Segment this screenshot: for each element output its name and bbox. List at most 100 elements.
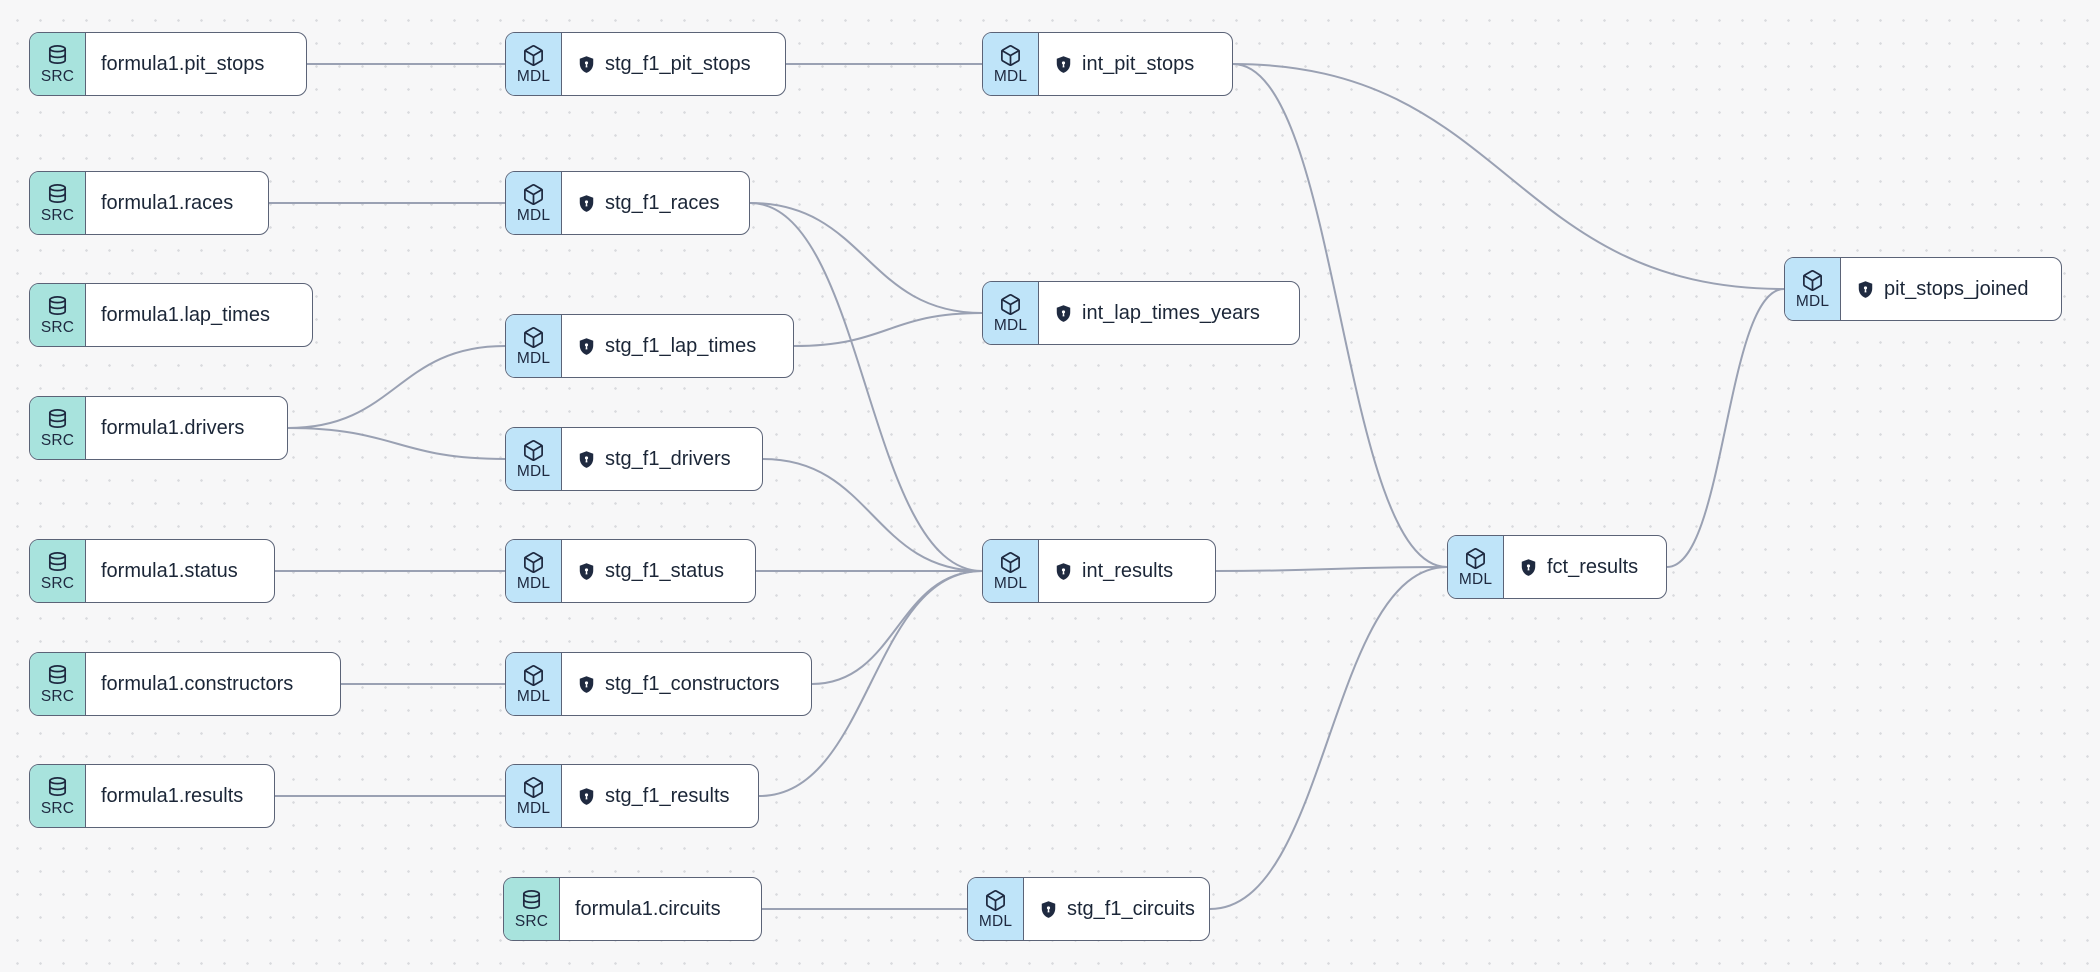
cube-icon [522,551,545,574]
node-body: int_lap_times_years [1039,282,1299,344]
cube-icon [522,439,545,462]
node-stg_pit_stops[interactable]: MDL stg_f1_pit_stops [505,32,786,96]
node-label: stg_f1_constructors [605,673,780,695]
node-body: int_results [1039,540,1215,602]
database-icon [46,408,69,431]
node-body: stg_f1_status [562,540,755,602]
shield-lock-icon [577,562,596,581]
node-int_results[interactable]: MDL int_results [982,539,1216,603]
node-badge-label: SRC [40,799,75,817]
node-type-badge: SRC [30,397,86,459]
edge-stg_constructors-int_results [811,570,983,685]
database-icon [46,44,69,67]
node-type-badge: MDL [1785,258,1841,320]
node-int_pit_stops[interactable]: MDL int_pit_stops [982,32,1233,96]
node-type-badge: SRC [30,284,86,346]
node-type-badge: MDL [506,540,562,602]
node-type-badge: MDL [506,765,562,827]
edge-stg_races-int_results [749,202,983,572]
cube-icon [999,551,1022,574]
node-label: pit_stops_joined [1884,278,2029,300]
shield-lock-icon [577,675,596,694]
database-icon [46,664,69,687]
database-icon [46,183,69,206]
shield-lock-icon [1054,562,1073,581]
shield-lock-icon [577,337,596,356]
node-body: fct_results [1504,536,1666,598]
edge-src_drivers-stg_lap_times [287,345,506,429]
node-badge-label: SRC [40,431,75,449]
node-type-badge: SRC [30,33,86,95]
node-badge-label: MDL [516,67,551,85]
shield-lock-icon [1519,558,1538,577]
node-body: formula1.lap_times [86,284,312,346]
shield-lock-icon [577,55,596,74]
node-pit_stops_joined[interactable]: MDL pit_stops_joined [1784,257,2062,321]
node-body: formula1.pit_stops [86,33,306,95]
edge-int_pit_stops-pit_stops_joined [1232,63,1785,290]
cube-icon [1464,547,1487,570]
node-badge-label: SRC [40,67,75,85]
node-label: formula1.pit_stops [101,53,265,75]
edge-stg_lap_times-int_lap_times_years [793,312,983,347]
cube-icon [999,293,1022,316]
database-icon [46,551,69,574]
node-type-badge: MDL [1448,536,1504,598]
node-src_circuits[interactable]: SRC formula1.circuits [503,877,762,941]
shield-lock-icon [1054,55,1073,74]
node-type-badge: MDL [506,172,562,234]
node-label: stg_f1_lap_times [605,335,757,357]
cube-icon [522,776,545,799]
edge-src_drivers-stg_drivers [287,427,506,460]
node-badge-label: MDL [993,316,1028,334]
node-stg_status[interactable]: MDL stg_f1_status [505,539,756,603]
shield-lock-icon [1039,900,1058,919]
database-icon [46,776,69,799]
node-badge-label: MDL [516,799,551,817]
edge-stg_circuits-fct_results [1209,566,1448,910]
node-body: formula1.drivers [86,397,287,459]
node-badge-label: MDL [1458,570,1493,588]
edge-stg_races-int_lap_times_years [749,202,983,314]
shield-lock-icon [577,450,596,469]
node-type-badge: MDL [983,33,1039,95]
node-badge-label: SRC [40,206,75,224]
node-label: fct_results [1547,556,1639,578]
node-stg_drivers[interactable]: MDL stg_f1_drivers [505,427,763,491]
node-badge-label: MDL [993,574,1028,592]
node-type-badge: MDL [983,540,1039,602]
node-src_drivers[interactable]: SRC formula1.drivers [29,396,288,460]
node-stg_circuits[interactable]: MDL stg_f1_circuits [967,877,1210,941]
node-label: formula1.circuits [575,898,721,920]
node-label: stg_f1_circuits [1067,898,1195,920]
node-badge-label: MDL [516,574,551,592]
node-badge-label: SRC [40,687,75,705]
node-int_lap_times_years[interactable]: MDL int_lap_times_years [982,281,1300,345]
node-label: formula1.drivers [101,417,245,439]
node-badge-label: MDL [516,687,551,705]
cube-icon [522,326,545,349]
node-type-badge: SRC [504,878,560,940]
node-src_pit_stops[interactable]: SRC formula1.pit_stops [29,32,307,96]
cube-icon [522,44,545,67]
node-label: int_pit_stops [1082,53,1195,75]
node-label: stg_f1_pit_stops [605,53,751,75]
node-label: stg_f1_drivers [605,448,731,470]
node-badge-label: MDL [516,462,551,480]
node-type-badge: MDL [983,282,1039,344]
shield-lock-icon [1054,304,1073,323]
node-fct_results[interactable]: MDL fct_results [1447,535,1667,599]
node-stg_constructors[interactable]: MDL stg_f1_constructors [505,652,812,716]
node-type-badge: MDL [968,878,1024,940]
shield-lock-icon [577,787,596,806]
